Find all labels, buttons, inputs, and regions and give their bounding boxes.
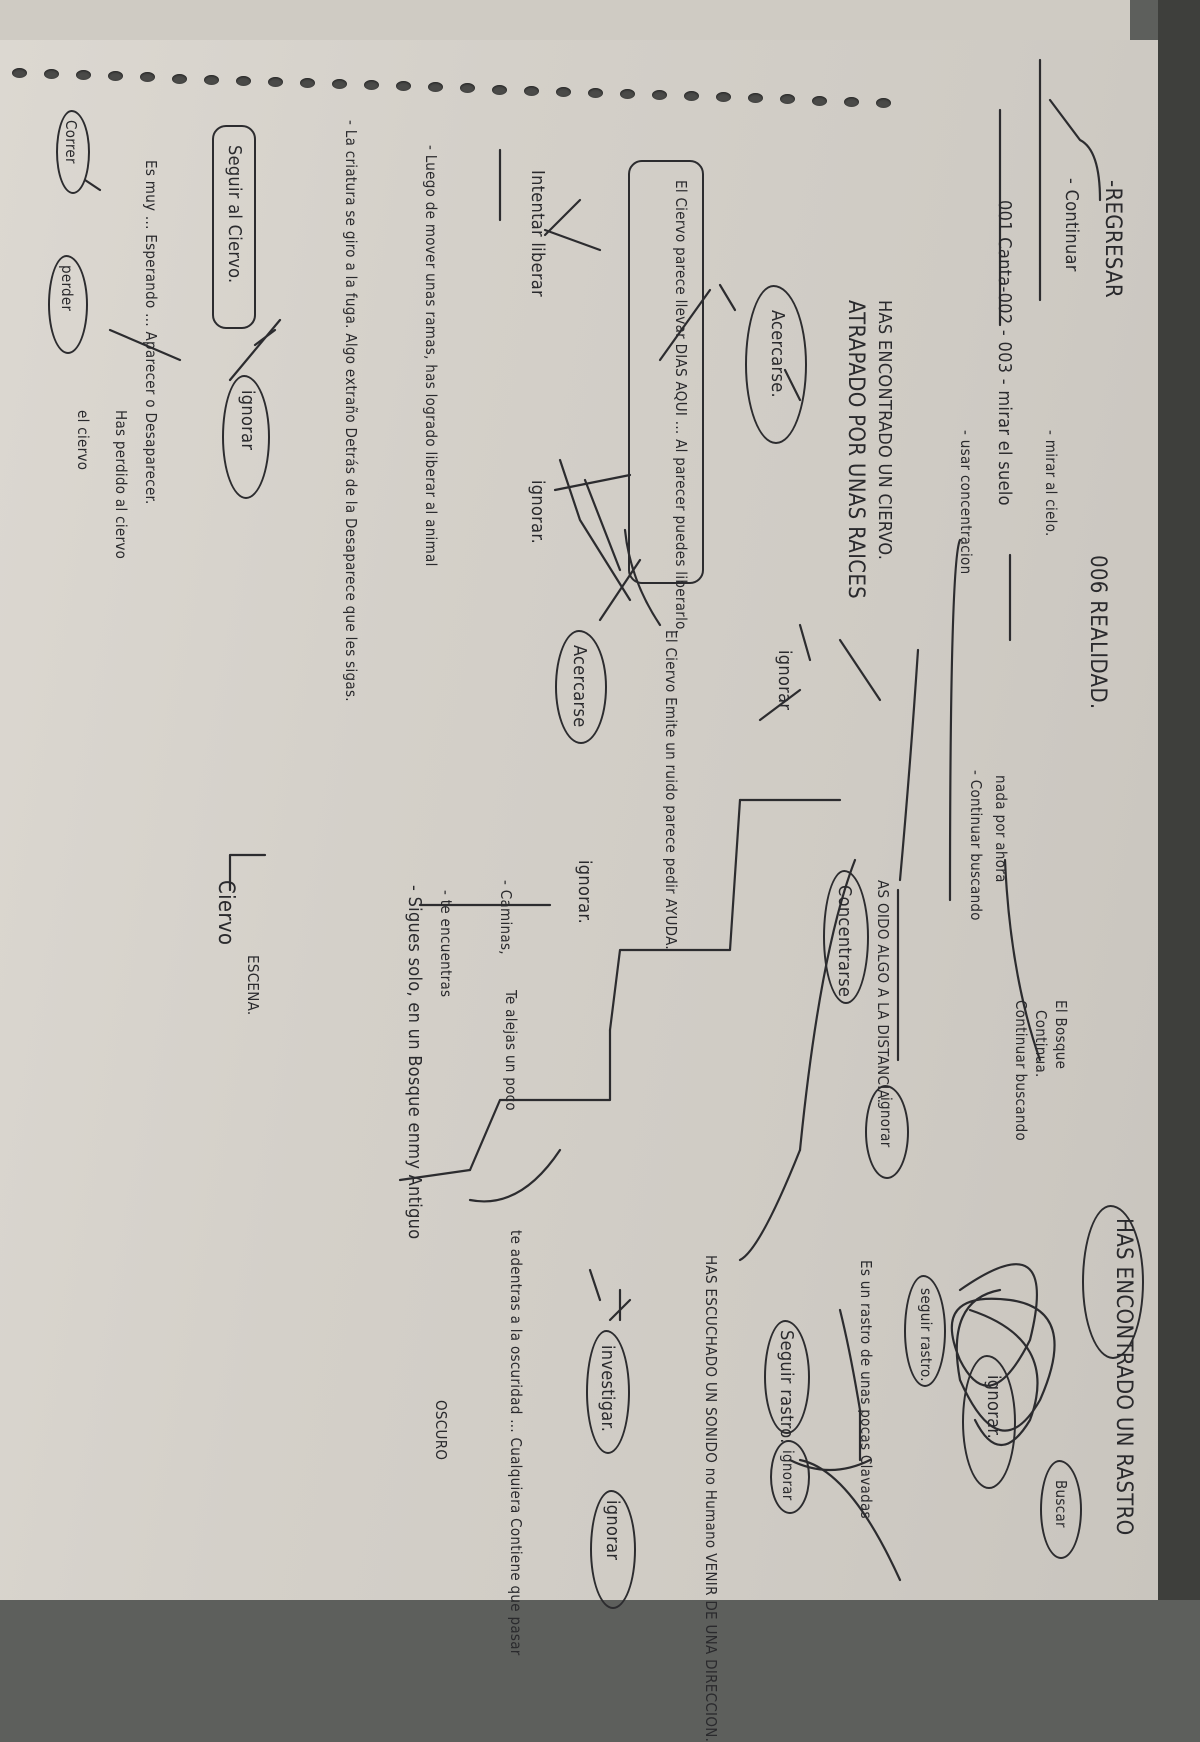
ignorar-bubble-8 <box>222 375 270 499</box>
note-ignorar-4: ignorar <box>774 650 795 711</box>
binding-hole <box>172 74 187 84</box>
binding-hole <box>268 77 283 87</box>
note-perder: perder <box>58 265 76 312</box>
binding-hole <box>44 69 59 79</box>
note-has-encontrado-ciervo: HAS ENCONTRADO UN CIERVO. <box>874 300 895 561</box>
ignorar-bubble-1 <box>962 1355 1016 1489</box>
note-has-escuchado-sonido: HAS ESCUCHADO UN SONIDO no Humano VENIR … <box>702 1255 720 1742</box>
seguir-ciervo-box <box>212 125 256 329</box>
note-has-encontrado-rastro: HAS ENCONTRADO UN RASTRO <box>1111 1218 1136 1536</box>
note-seguir-rastro-2: Seguir rastro. <box>776 1330 797 1444</box>
buscar-bubble <box>1040 1460 1082 1559</box>
note-ignorar-6: ignorar. <box>574 860 595 925</box>
note-atrapado: ATRAPADO POR UNAS RAICES <box>843 300 868 600</box>
note-realidad: 006 REALIDAD. <box>1085 555 1110 710</box>
note-luego: - Luego de mover unas ramas, has logrado… <box>422 145 440 567</box>
binding-hole <box>556 87 571 97</box>
note-ignorar-5: ignorar <box>877 1097 895 1148</box>
binding-hole <box>524 86 539 96</box>
note-continuar-buscando: - Continuar buscando <box>967 770 985 921</box>
binding-hole <box>492 85 507 95</box>
notebook-page <box>0 40 1158 1600</box>
note-investigar: investigar. <box>597 1345 618 1433</box>
binding-hole <box>236 76 251 86</box>
binding-hole <box>428 82 443 92</box>
binding-hole <box>364 80 379 90</box>
perder-bubble <box>48 255 88 354</box>
note-seguir-rastro-1: seguir rastro. <box>917 1288 935 1382</box>
note-choices-001: 001 Canta-002 - 003 - mirar el suelo <box>994 200 1015 506</box>
binding-hole <box>76 70 91 80</box>
has-encontrado-rastro-bubble <box>1082 1205 1144 1359</box>
binding-hole <box>460 83 475 93</box>
investigar-bubble <box>586 1330 630 1454</box>
note-escena: ESCENA. <box>244 955 262 1016</box>
note-usar-concentracion: - usar concentracion <box>957 430 975 575</box>
binding-hole <box>140 72 155 82</box>
note-el-ciervo-llevaba: El Ciervo parece llevar DIAS AQUI ... Al… <box>672 180 690 635</box>
note-buscar: Buscar <box>1052 1480 1070 1528</box>
acercarse-bubble-2 <box>555 630 607 744</box>
seguir-rastro-bubble-2 <box>764 1320 810 1434</box>
note-continuar-buscando-2: Continuar buscando <box>1012 1000 1030 1142</box>
binding-hole <box>780 94 795 104</box>
binding-hole <box>684 91 699 101</box>
binding-hole <box>748 93 763 103</box>
note-caminas: - Caminas, <box>497 880 515 955</box>
binding-hole <box>332 79 347 89</box>
note-la-criatura: - La criatura se giro a la fuga. Algo ex… <box>342 120 360 702</box>
correr-bubble <box>56 110 90 194</box>
binding-hole <box>716 92 731 102</box>
acercarse-bubble-1 <box>745 285 807 444</box>
note-ignorar-2: ignorar <box>779 1450 797 1501</box>
note-regresar: -REGRESAR <box>1100 180 1125 298</box>
ignorar-bubble-2 <box>770 1440 810 1514</box>
note-mirar-cielo: - mirar al cielo. <box>1042 430 1060 537</box>
note-seguir-al-ciervo: Seguir al Ciervo. <box>224 145 245 284</box>
ignorar-bubble-5 <box>865 1085 909 1179</box>
binding-hole <box>108 71 123 81</box>
note-sigues-solo: - Sigues solo, en un Bosque enmy Antiguo <box>404 885 425 1240</box>
note-oscuro: OSCURO <box>432 1400 450 1461</box>
note-has-perdido: Has perdido al ciervo <box>112 410 130 560</box>
note-nada-por-ahora: nada por ahora <box>992 775 1010 883</box>
ciervo-llevaba-box <box>628 160 704 584</box>
note-intentar-liberar: Intentar liberar <box>527 170 548 297</box>
concentrarse-bubble <box>823 870 869 1004</box>
note-te-alejas: Te alejas un poco <box>502 990 520 1111</box>
note-escuchas-algo: Es un rastro de unas pocas Clavadas <box>857 1260 875 1519</box>
note-ignorar-8: ignorar <box>237 390 258 451</box>
binding-hole <box>12 68 27 78</box>
note-ignorar-3: ignorar <box>602 1500 623 1561</box>
note-ciervo-pide-ayuda: El Ciervo Emite un ruido parece pedir AY… <box>662 630 680 950</box>
note-as-oido-algo: AS OIDO ALGO A LA DISTANCIA. <box>874 880 892 1104</box>
note-concentrarse: Concentrarse <box>834 885 855 998</box>
note-ignorar-1: ignorar. <box>983 1375 1004 1440</box>
binding-hole <box>844 97 859 107</box>
note-continua: Continua. <box>1032 1010 1050 1078</box>
note-continuar: - Continuar <box>1061 178 1082 272</box>
binding-hole <box>300 78 315 88</box>
note-esperando: Es muy ... Esperando ... Aparecer o Desa… <box>142 160 160 505</box>
note-acercarse-1: Acercarse. <box>767 310 788 398</box>
binding-hole <box>204 75 219 85</box>
binding-hole <box>812 96 827 106</box>
binding-hole <box>876 98 891 108</box>
note-te-encuentras: - te encuentras <box>437 890 455 998</box>
note-te-adentras: te adentras a la oscuridad ... Cualquier… <box>507 1230 525 1656</box>
dark-background-edge <box>1158 0 1200 1600</box>
binding-hole <box>620 89 635 99</box>
binding-hole <box>396 81 411 91</box>
note-el-ciervo: el ciervo <box>74 410 92 471</box>
note-ciervo: Ciervo <box>213 880 238 946</box>
note-acercarse-2: Acercarse <box>569 645 590 728</box>
note-correr: Correr <box>62 120 80 164</box>
note-el-bosque: El Bosque <box>1052 1000 1070 1070</box>
binding-hole <box>652 90 667 100</box>
note-ignorar-7: ignorar. <box>527 480 548 545</box>
binding-hole <box>588 88 603 98</box>
seguir-rastro-bubble-1 <box>904 1275 946 1387</box>
